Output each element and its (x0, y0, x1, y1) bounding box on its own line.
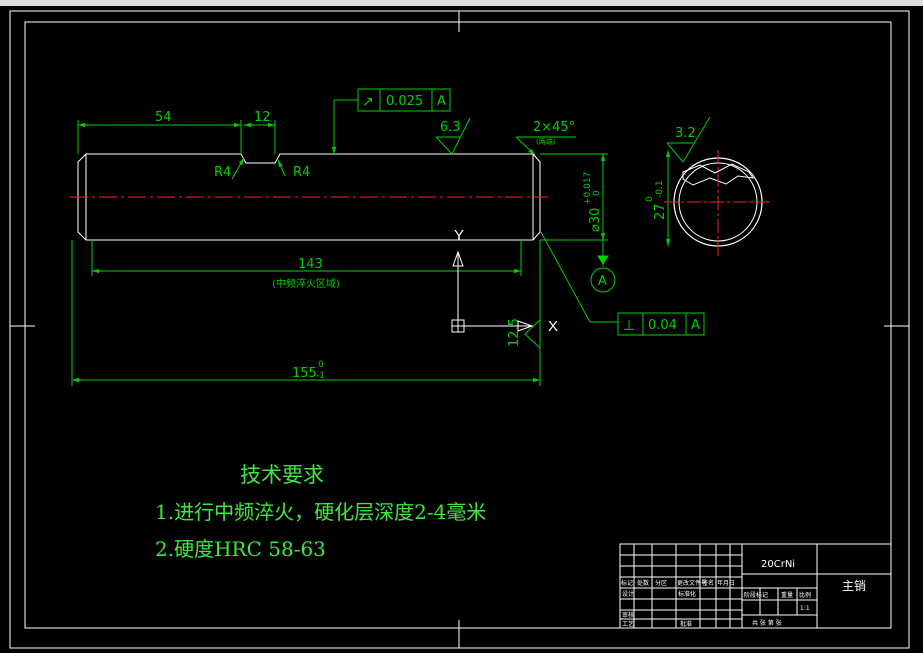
dim-r4-right: R4 (293, 165, 310, 180)
stage-cell: 阶段标记 (744, 591, 768, 599)
dim-chamfer: 2×45° (533, 120, 575, 135)
header-cell: 签名 (702, 579, 714, 587)
tech-requirement-2: 2.硬度HRC 58-63 (155, 537, 326, 561)
datum-a-label: A (598, 274, 607, 289)
header-cell: 年月日 (717, 579, 735, 587)
ucs-y-label: Y (454, 227, 464, 244)
dim-155-tol-upper: 0 (318, 360, 324, 370)
header-cell: 处数 (637, 579, 649, 587)
cad-toolbar-strip (0, 0, 923, 6)
title-sheet-info: 共 张 第 张 (752, 619, 782, 627)
dim-155: 155 (292, 366, 317, 381)
header-cell: 标记 (621, 579, 633, 587)
title-part-name: 主销 (842, 579, 866, 593)
title-designer: 设计 (622, 590, 634, 598)
section-view (664, 150, 772, 256)
perpendicularity-tolerance-frame: ⊥ 0.04 A (617, 312, 705, 336)
perpendicularity-symbol: ⊥ (623, 318, 635, 334)
engineering-drawing: Y X 54 12 R4 R4 143 (中频淬火区域) 155 0 -1 2×… (9, 10, 910, 649)
dim-keyway-tol-upper: 0 (645, 196, 655, 202)
runout-value: 0.025 (386, 94, 423, 109)
dim-keyway-depth: 27 (653, 203, 668, 220)
dim-keyway-tol-lower: -0.1 (655, 180, 665, 198)
runout-symbol: ↗ (362, 94, 374, 110)
stage-cell: 重量 (781, 591, 793, 599)
title-scale: 1:1 (800, 605, 810, 612)
title-process: 工艺 (622, 620, 634, 628)
tech-requirement-1: 1.进行中频淬火，硬化层深度2-4毫米 (155, 500, 487, 524)
perpendicularity-datum: A (691, 318, 700, 333)
ucs-icon (451, 250, 534, 333)
dim-155-tol-lower: -1 (316, 371, 325, 381)
runout-datum: A (437, 94, 446, 109)
perpendicularity-value: 0.04 (648, 318, 677, 333)
roughness-6-3: 6.3 (440, 120, 461, 135)
title-standardization: 标准化 (678, 590, 696, 598)
dim-diameter-tol-lower: 0 (592, 190, 602, 196)
dim-12: 12 (254, 110, 271, 125)
sheet-border (9, 10, 910, 649)
dim-diameter-tol-upper: +0.017 (583, 172, 593, 205)
title-review: 审核 (622, 611, 634, 619)
title-block (619, 543, 892, 629)
header-cell: 分区 (655, 579, 667, 587)
dim-r4-left: R4 (214, 165, 231, 180)
header-cell: 更改文件号 (677, 579, 707, 587)
dim-chamfer-note: (两端) (536, 137, 556, 146)
dim-quench-zone: (中频淬火区域) (272, 277, 340, 290)
roughness-12-5: 12.5 (507, 318, 522, 347)
stage-cell: 比例 (799, 591, 811, 599)
title-approve: 批准 (680, 620, 692, 628)
dim-143: 143 (298, 257, 323, 272)
roughness-3-2: 3.2 (675, 126, 696, 141)
tech-requirements-title: 技术要求 (240, 463, 324, 487)
dimension-lines (71, 99, 711, 386)
runout-tolerance-frame: ↗ 0.025 A (357, 88, 451, 112)
dim-diameter: ⌀30 (588, 208, 603, 232)
title-material: 20CrNi (761, 559, 795, 570)
dim-54: 54 (155, 110, 172, 125)
ucs-x-label: X (548, 318, 558, 335)
